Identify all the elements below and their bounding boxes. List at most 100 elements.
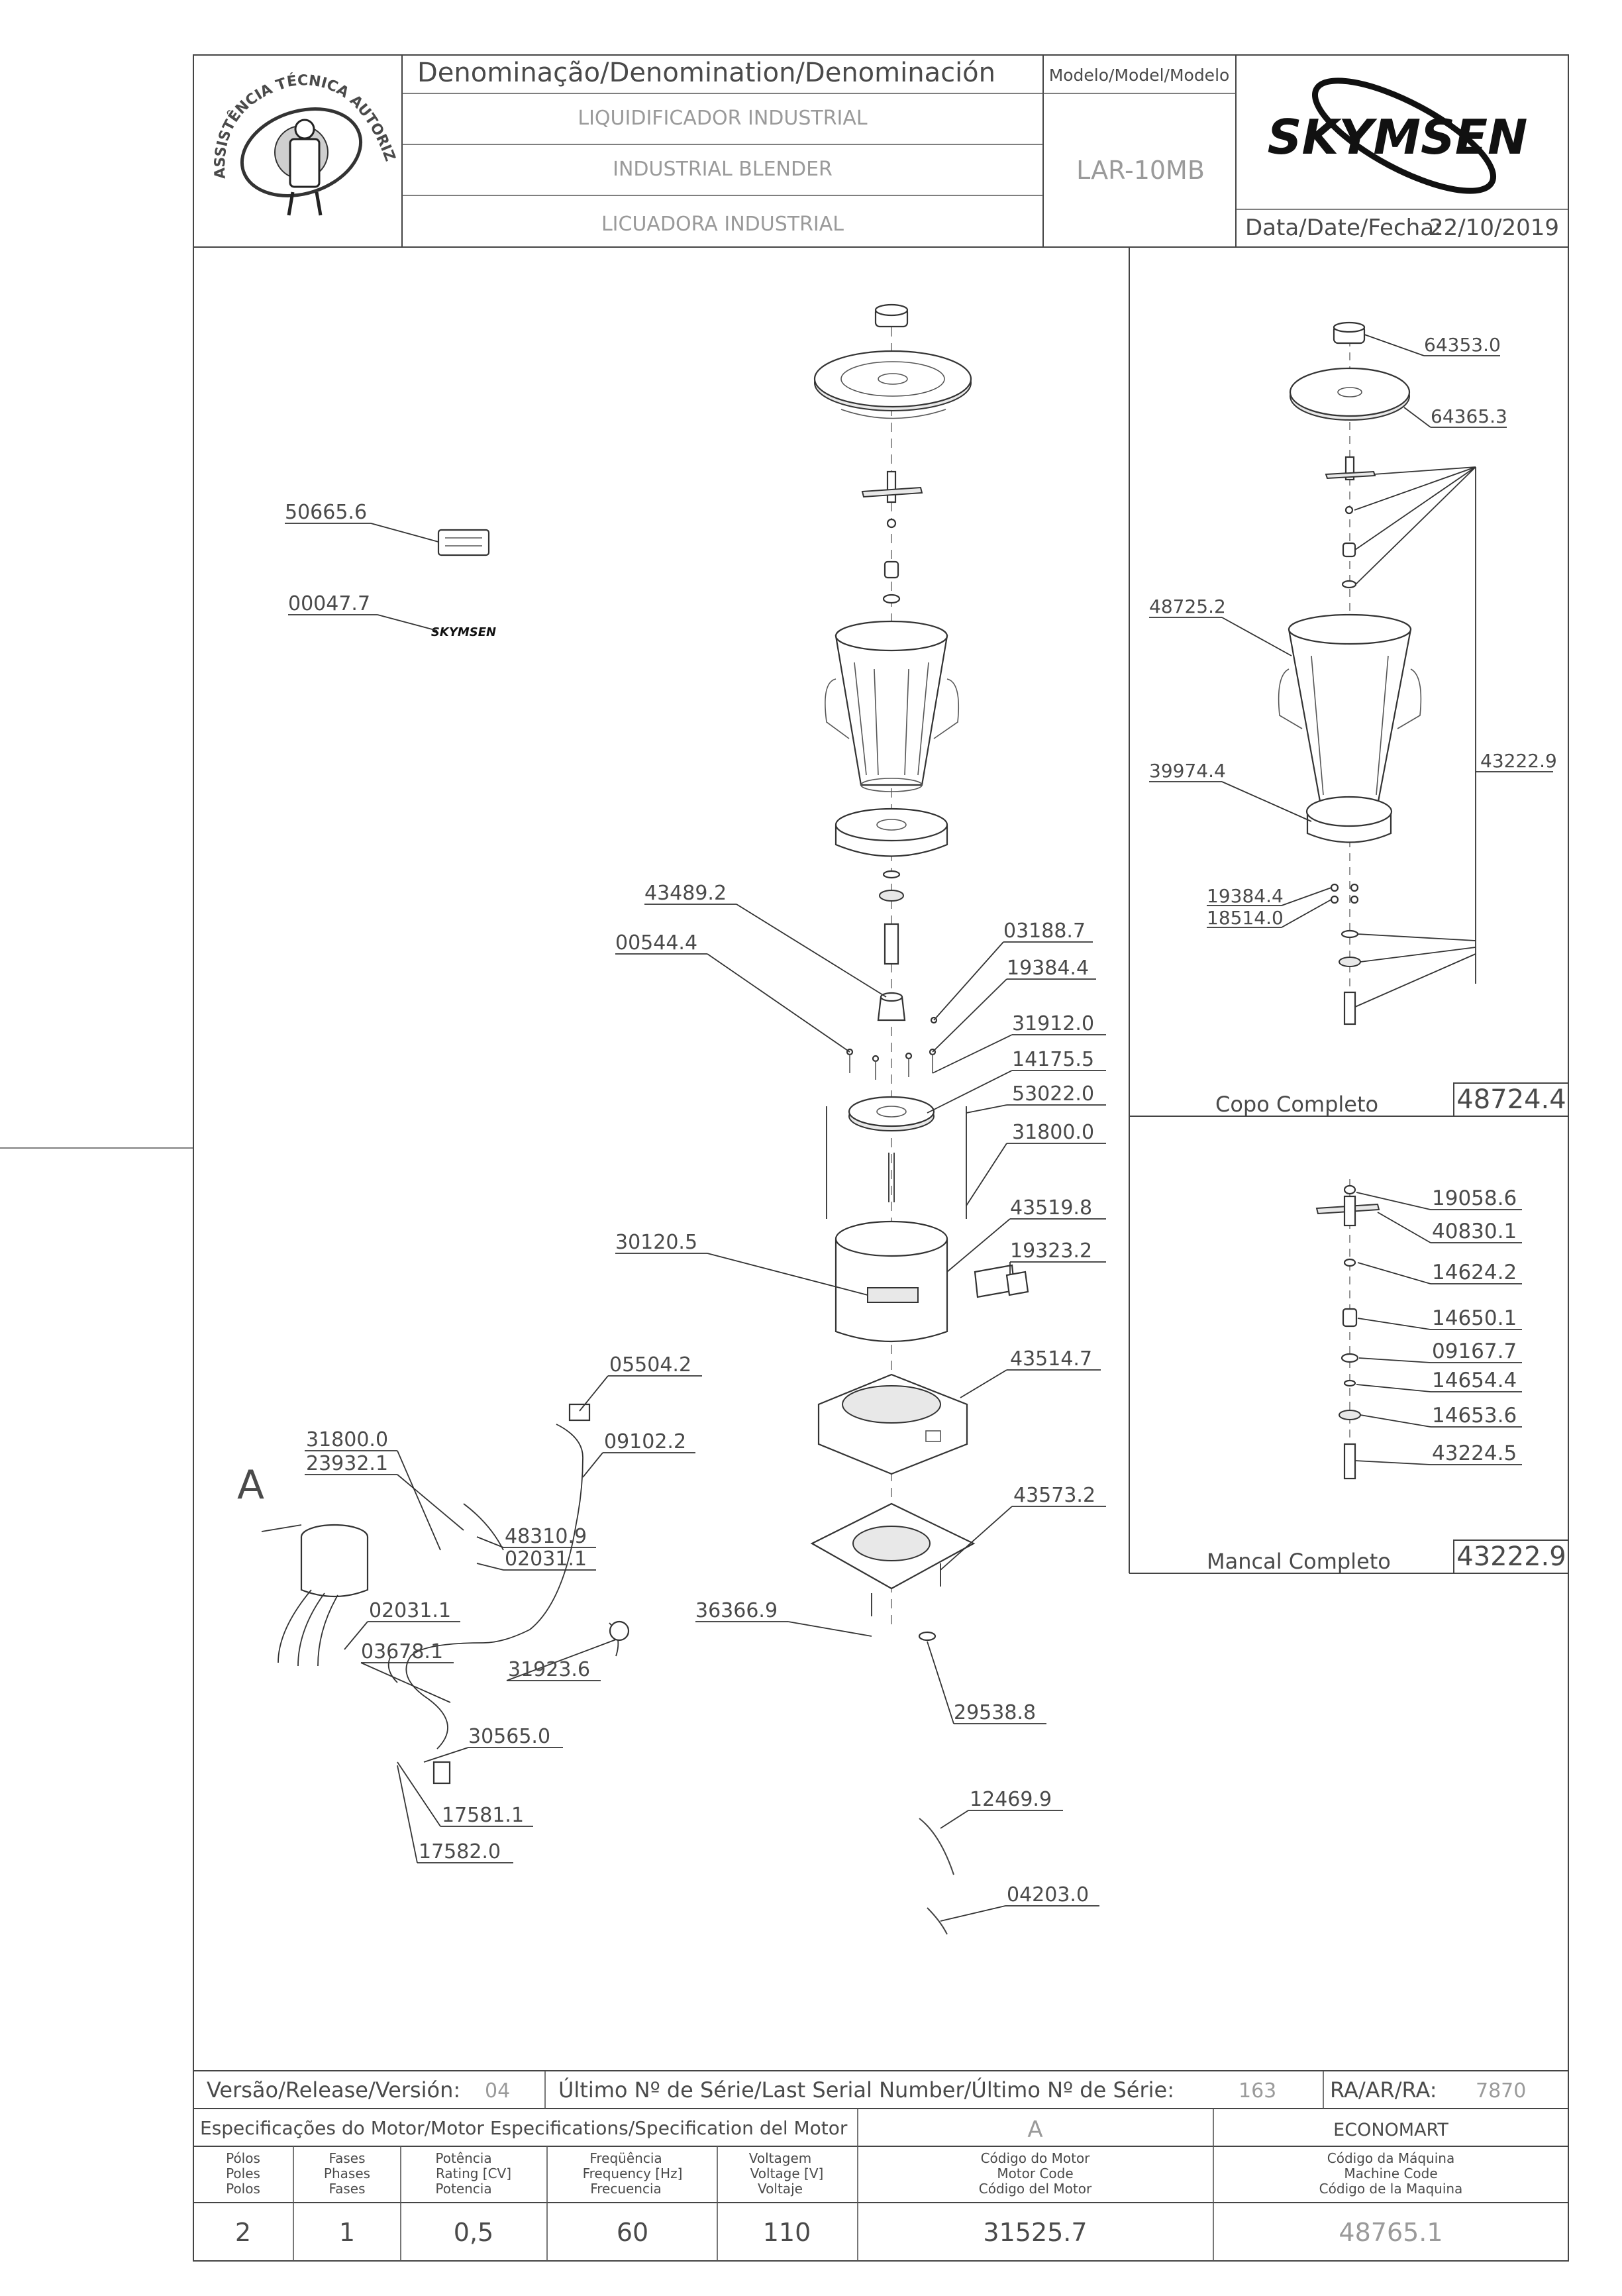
name-en: INDUSTRIAL BLENDER xyxy=(613,158,833,181)
motor-code-value: 31525.7 xyxy=(983,2218,1087,2247)
tie-rods xyxy=(826,1106,967,1219)
label-53022: 53022.0 xyxy=(1012,1082,1094,1106)
label-03188: 03188.7 xyxy=(1003,919,1086,943)
blade-assembly xyxy=(861,470,923,604)
svg-text:Rating [CV]: Rating [CV] xyxy=(436,2166,511,2181)
coupling-parts xyxy=(877,870,906,1021)
svg-text:Frequency [Hz]: Frequency [Hz] xyxy=(583,2166,683,2181)
label-43519: 43519.8 xyxy=(1010,1196,1092,1220)
model-value: LAR-10MB xyxy=(1076,156,1205,185)
frequency-value: 60 xyxy=(617,2218,648,2247)
label-17581: 17581.1 xyxy=(442,1804,524,1827)
motor-letter-label: A xyxy=(237,1462,264,1508)
svg-text:Pólos: Pólos xyxy=(226,2150,260,2166)
subassembly-panels xyxy=(1129,247,1569,1574)
serial-value: 163 xyxy=(1239,2079,1276,2103)
label-31923: 31923.6 xyxy=(508,1658,590,1681)
svg-text:Polos: Polos xyxy=(226,2181,260,2197)
label-43514: 43514.7 xyxy=(1010,1347,1092,1371)
label-14175: 14175.5 xyxy=(1012,1048,1094,1071)
label-05504: 05504.2 xyxy=(609,1353,691,1377)
label-18514: 18514.0 xyxy=(1207,907,1284,929)
ra-value: 7870 xyxy=(1476,2079,1526,2103)
label-40830: 40830.1 xyxy=(1432,1220,1517,1243)
svg-text:Código do Motor: Código do Motor xyxy=(981,2150,1091,2166)
mancal-completo-code: 43222.9 xyxy=(1456,1541,1566,1572)
label-48725: 48725.2 xyxy=(1149,596,1226,617)
power-value: 0,5 xyxy=(454,2218,493,2247)
label-43573: 43573.2 xyxy=(1013,1484,1095,1507)
svg-text:Fases: Fases xyxy=(329,2181,365,2197)
motor-letter: A xyxy=(1027,2116,1042,2143)
label-39974: 39974.4 xyxy=(1149,760,1226,782)
authorized-service-seal: ASSISTÊNCIA TÉCNICA AUTORIZADA xyxy=(0,0,398,216)
sheet-border xyxy=(193,54,1569,2262)
label-17582: 17582.0 xyxy=(419,1840,501,1863)
label-04203: 04203.0 xyxy=(1007,1883,1089,1906)
svg-text:Código da Máquina: Código da Máquina xyxy=(1327,2150,1454,2166)
svg-text:Frecuencia: Frecuencia xyxy=(590,2181,662,2197)
title-block xyxy=(193,55,1568,248)
wiring-harness xyxy=(387,1403,630,1785)
label-29538: 29538.8 xyxy=(954,1701,1036,1724)
label-00544: 00544.4 xyxy=(615,931,697,955)
small-label xyxy=(1005,1271,1029,1296)
svg-text:Voltage [V]: Voltage [V] xyxy=(750,2166,824,2181)
name-es: LICUADORA INDUSTRIAL xyxy=(601,213,844,236)
warning-label-sticker xyxy=(437,529,490,556)
jar xyxy=(825,620,960,792)
svg-text:Voltagem: Voltagem xyxy=(749,2150,812,2166)
denomination-label: Denominação/Denomination/Denominación xyxy=(417,58,995,88)
footer-table xyxy=(193,2070,1568,2261)
bottom-plate xyxy=(810,1502,976,1642)
label-14653: 14653.6 xyxy=(1432,1404,1517,1428)
label-31800: 31800.0 xyxy=(1012,1121,1094,1144)
label-50665: 50665.6 xyxy=(285,501,367,524)
svg-text:Código del Motor: Código del Motor xyxy=(979,2181,1092,2197)
motor-housing xyxy=(835,1220,1016,1343)
label-09102: 09102.2 xyxy=(604,1430,686,1453)
main-part-labels: 50665.6 00047.7 43489.2 00544.4 03188.7 … xyxy=(237,501,1095,1906)
label-14654: 14654.4 xyxy=(1432,1369,1517,1392)
version-value: 04 xyxy=(485,2079,510,2103)
label-31800-b: 31800.0 xyxy=(306,1428,388,1451)
label-14650: 14650.1 xyxy=(1432,1306,1517,1330)
label-02031-a: 02031.1 xyxy=(505,1547,587,1571)
voltage-value: 110 xyxy=(763,2218,811,2247)
label-64353: 64353.0 xyxy=(1424,334,1501,356)
label-19384-b: 19384.4 xyxy=(1207,885,1284,907)
version-label: Versão/Release/Versión: xyxy=(207,2077,460,2103)
label-23932: 23932.1 xyxy=(306,1452,388,1475)
svg-text:Código de la Maquina: Código de la Maquina xyxy=(1319,2181,1463,2197)
label-19323: 19323.2 xyxy=(1010,1239,1092,1263)
motor-assembly xyxy=(261,1524,369,1667)
copo-completo-view: 64353.0 64365.3 48725.2 43222.9 39974.4 … xyxy=(1149,321,1566,1117)
main-exploded-view: SKYMSEN xyxy=(237,303,1106,1935)
date-label: Data/Date/Fecha: xyxy=(1245,215,1442,241)
logo-sticker: SKYMSEN xyxy=(431,625,496,639)
label-12469: 12469.9 xyxy=(970,1788,1052,1811)
label-14624: 14624.2 xyxy=(1432,1261,1517,1284)
lid-knob xyxy=(874,303,909,328)
label-09167: 09167.7 xyxy=(1432,1339,1517,1363)
label-43489: 43489.2 xyxy=(644,882,727,905)
phases-value: 1 xyxy=(339,2218,355,2247)
mancal-completo-title: Mancal Completo xyxy=(1207,1549,1391,1574)
label-19384: 19384.4 xyxy=(1007,957,1089,980)
label-48310: 48310.9 xyxy=(505,1525,587,1548)
jar-base xyxy=(835,808,948,857)
main-leader-lines xyxy=(285,523,1106,1922)
footer-column-headers: Pólos Poles Polos Fases Phases Fases Pot… xyxy=(226,2150,1462,2197)
svg-text:Phases: Phases xyxy=(324,2166,370,2181)
mancal-completo-view: 19058.6 40830.1 14624.2 14650.1 09167.7 … xyxy=(1207,1179,1566,1574)
motor-spec-label: Especificações do Motor/Motor Especifica… xyxy=(200,2117,848,2139)
svg-text:Machine Code: Machine Code xyxy=(1344,2166,1437,2181)
svg-text:Potencia: Potencia xyxy=(435,2181,491,2197)
svg-text:Poles: Poles xyxy=(226,2166,260,2181)
label-00047: 00047.7 xyxy=(288,592,370,615)
svg-text:Freqüência: Freqüência xyxy=(589,2150,662,2166)
brand-wordmark: SKYMSEN xyxy=(1268,109,1528,165)
label-43222: 43222.9 xyxy=(1480,750,1557,772)
name-pt: LIQUIDIFICADOR INDUSTRIAL xyxy=(578,107,868,130)
tube-12469 xyxy=(919,1818,954,1875)
